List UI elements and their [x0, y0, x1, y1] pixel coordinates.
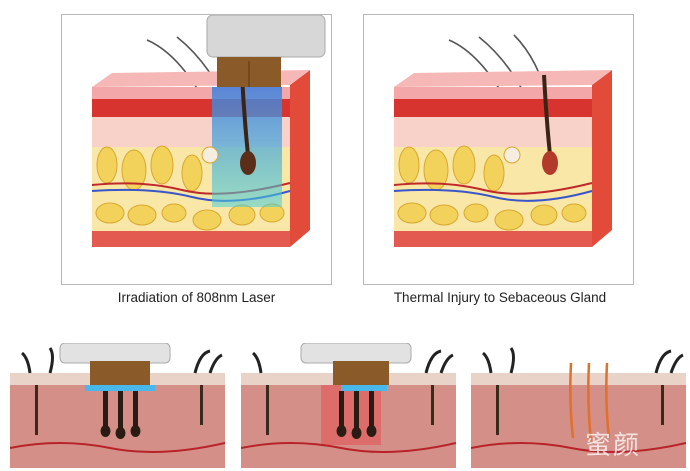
thermal-injury-panel: [363, 14, 634, 285]
muscle-layer: [394, 231, 592, 247]
skin-surface: [394, 70, 612, 87]
skin-block-illustration-laser: [91, 15, 326, 247]
epidermis-layer: [394, 87, 592, 99]
watermark-text: 蜜颜: [585, 431, 642, 461]
sebaceous-gland: [201, 146, 219, 164]
laser-contact: [341, 385, 387, 391]
blood-vessel: [471, 442, 686, 453]
process-strip-laser: [10, 343, 225, 468]
thermal-injury-caption: Thermal Injury to Sebaceous Gland: [393, 290, 607, 305]
skin-cross-section: [10, 343, 225, 468]
sebaceous-gland: [503, 146, 521, 164]
follicle: [496, 385, 499, 435]
dermis-lower: [394, 117, 592, 147]
surface-hairs: [251, 349, 454, 374]
fat-lobules: [397, 145, 587, 231]
process-strip-destroyed: [471, 343, 686, 468]
follicle: [200, 385, 203, 425]
blood-vessel: [241, 442, 456, 453]
handpiece-window: [90, 361, 150, 385]
handpiece-body: [206, 15, 326, 58]
dermis: [471, 373, 686, 468]
follicle: [431, 385, 434, 425]
skin-block-illustration-injury: [393, 34, 612, 247]
process-strip-heating: [241, 343, 456, 468]
follicle: [266, 385, 269, 435]
epidermis: [471, 373, 686, 385]
handpiece-body: [59, 343, 171, 364]
laser-contact: [85, 385, 155, 391]
irradiation-panel: [61, 14, 332, 285]
irradiation-caption: Irradiation of 808nm Laser: [117, 290, 276, 305]
artery: [393, 182, 593, 195]
muscle-layer: [92, 231, 290, 247]
hair-bulb: [240, 151, 256, 175]
handpiece-body: [300, 343, 412, 364]
skin-cross-section: [241, 343, 456, 468]
damaged-hair-bulb: [542, 151, 558, 175]
skin-cross-section: [471, 347, 686, 468]
dermis-layer: [394, 99, 592, 117]
surface-hairs: [20, 347, 223, 374]
blood-vessel: [10, 442, 225, 453]
handpiece-window: [333, 361, 389, 385]
surface-hairs: [481, 347, 684, 374]
destroyed-follicles: [569, 362, 611, 442]
follicles: [100, 391, 141, 439]
hair-shaft: [542, 74, 552, 156]
block-side: [290, 70, 310, 247]
vein: [393, 188, 593, 202]
follicle: [35, 385, 38, 435]
block-side: [592, 70, 612, 247]
fat-lobules: [95, 145, 285, 231]
follicles: [336, 391, 377, 439]
follicle: [661, 385, 664, 425]
